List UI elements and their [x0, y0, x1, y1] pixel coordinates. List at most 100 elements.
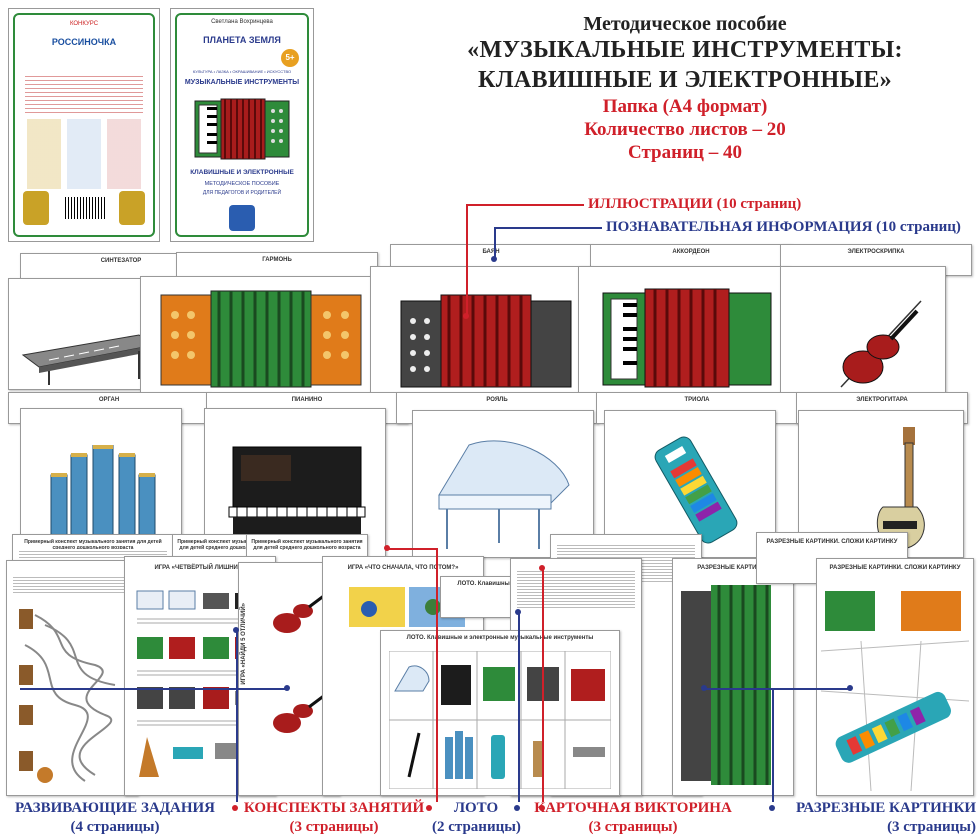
illustration-triola: [604, 410, 776, 558]
label-count: (4 страницы): [70, 818, 160, 835]
connector-lessons-h: [388, 548, 438, 550]
sheet-title: ИГРА «НАЙДИ 5 ОТЛИЧИЙ»: [241, 603, 247, 685]
front-cover-subtitle3: ДЛЯ ПЕДАГОГОВ И РОДИТЕЛЕЙ: [202, 190, 282, 196]
sheet-title: РАЗРЕЗНЫЕ КАРТИНКИ. СЛОЖИ КАРТИНКУ: [766, 539, 898, 545]
sheet-title: РАЗРЕЗНЫЕ КАРТИНКИ. СЛОЖИ КАРТИНКУ: [829, 565, 961, 571]
sheet-title: ЛОТО. Клавишные и электронные музыкальны…: [406, 635, 594, 641]
connector-puzzles-h: [704, 688, 850, 690]
lotto-grid: [389, 651, 611, 789]
puzzle-sheet-back: РАЗРЕЗНЫЕ КАРТИНКИ: [672, 558, 794, 796]
connector-illustrations: [466, 204, 468, 316]
sheet-title: ИГРА «ЧТО СНАЧАЛА, ЧТО ПОТОМ?»: [347, 565, 459, 571]
front-cover-subjects: КУЛЬТУРА • ЛАЗКА • ОКРАШИВАНИЕ • ИСКУССТ…: [192, 69, 292, 74]
product-heading: Методическое пособие «МУЗЫКАЛЬНЫЕ ИНСТРУ…: [405, 12, 965, 164]
synthesizer-illustration: [21, 334, 157, 385]
label-count: (2 страницы): [432, 818, 521, 835]
connector-tasks-v: [236, 630, 238, 802]
accordion-puzzle-illustration: [681, 585, 771, 785]
sheet-title: ТРИОЛА: [684, 397, 710, 403]
front-cover-subtitle2: МЕТОДИЧЕСКОЕ ПОСОБИЕ: [204, 181, 280, 187]
back-cover-laurel-right: [119, 191, 145, 225]
sheet-title: ПИАНИНО: [291, 397, 323, 403]
label-title: РАЗВИВАЮЩИЕ ЗАДАНИЯ: [14, 800, 216, 816]
connector-dot: [233, 627, 239, 633]
connector-lotto: [518, 612, 520, 802]
label-title: КАРТОЧНАЯ ВИКТОРИНА: [534, 800, 732, 816]
connector-dot: [539, 565, 545, 571]
callout-info: ПОЗНАВАТЕЛЬНАЯ ИНФОРМАЦИЯ (10 страниц): [606, 219, 961, 235]
text-lines: [13, 575, 131, 593]
back-cover: КОНКУРС РОССИНОЧКА: [8, 8, 160, 242]
label-cut-pictures: РАЗРЕЗНЫЕ КАРТИНКИ (3 страницы): [780, 799, 976, 837]
label-count: (3 страницы): [289, 818, 379, 835]
label-card-quiz: КАРТОЧНАЯ ВИКТОРИНА (3 страницы): [528, 799, 738, 837]
sheet-title: Примерный конспект музыкального занятия …: [177, 539, 289, 551]
back-cover-text-block: [25, 73, 143, 113]
connector-info-h: [494, 227, 602, 229]
sheet-title: Примерный конспект музыкального занятия …: [251, 539, 363, 551]
connector-tasks-h: [20, 688, 288, 690]
age-badge: 5+: [281, 49, 299, 67]
illustration-royal: [412, 410, 594, 558]
connector-dot: [847, 685, 853, 691]
sheet-title: ИГРА «ЧЕТВЁРТЫЙ ЛИШНИЙ»: [154, 565, 246, 571]
connector-lessons: [436, 548, 438, 802]
label-bullet: [514, 805, 520, 811]
front-cover-title: МУЗЫКАЛЬНЫЕ ИНСТРУМЕНТЫ: [184, 79, 300, 86]
puzzle-pieces-illustration: [821, 591, 969, 791]
heading-sheets: Количество листов – 20: [584, 119, 786, 141]
violin-illustration: [840, 300, 922, 388]
front-cover-frame: [175, 13, 309, 237]
triola-illustration: [654, 436, 738, 544]
illustration-eviolin: [780, 266, 946, 394]
bayan-illustration: [400, 294, 572, 388]
front-cover-subtitle1: КЛАВИШНЫЕ И ЭЛЕКТРОННЫЕ: [190, 169, 294, 176]
grand-piano-illustration: [438, 440, 570, 549]
front-cover: Светлана Вохринцева ПЛАНЕТА ЗЕМЛЯ 5+ КУЛ…: [170, 8, 314, 242]
back-cover-laurel-left: [23, 191, 49, 225]
label-bullet: [539, 805, 545, 811]
label-development-tasks: РАЗВИВАЮЩИЕ ЗАДАНИЯ (4 страницы): [4, 799, 226, 837]
connector-illustrations-h: [466, 204, 584, 206]
sheet-title: РОЯЛЬ: [486, 397, 508, 403]
connector-dot: [491, 256, 497, 262]
publisher-logo: [229, 205, 255, 231]
fourth-odd-illustration: [136, 590, 261, 777]
front-cover-series: ПЛАНЕТА ЗЕМЛЯ: [203, 35, 281, 45]
label-count: (3 страницы): [588, 818, 678, 835]
front-cover-author: Светлана Вохринцева: [211, 19, 273, 25]
sheet-title: ОРГАН: [98, 397, 120, 403]
task-labyrinth: [6, 560, 138, 796]
label-count: (3 страницы): [887, 818, 976, 835]
sheet-title: РАЗРЕЗНЫЕ КАРТИНКИ: [697, 565, 769, 571]
label-title: ЛОТО: [453, 800, 499, 816]
illustration-bayan: [370, 266, 592, 394]
accordion-illustration: [194, 98, 290, 160]
sheet-title: СИНТЕЗАТОР: [100, 258, 142, 264]
back-cover-brand-top: КОНКУРС: [69, 21, 99, 27]
back-cover-thumbnails: [27, 119, 141, 189]
puzzle-sheet-front: РАЗРЕЗНЫЕ КАРТИНКИ. СЛОЖИ КАРТИНКУ: [816, 558, 974, 796]
label-title: РАЗРЕЗНЫЕ КАРТИНКИ: [796, 800, 976, 816]
sheet-title: БАЯН: [482, 249, 500, 255]
heading-title-line1: «МУЗЫКАЛЬНЫЕ ИНСТРУМЕНТЫ:: [467, 37, 903, 64]
back-cover-frame: [13, 13, 155, 237]
heading-subtitle: Методическое пособие: [583, 13, 787, 35]
label-bullet: [426, 805, 432, 811]
connector-dot: [463, 313, 469, 319]
connector-puzzles-v: [772, 688, 774, 802]
lotto-sheet-2: ЛОТО. Клавишные и электронные музыкальны…: [380, 630, 620, 796]
sheet-title: АККОРДЕОН: [672, 249, 710, 255]
connector-dot: [701, 685, 707, 691]
connector-dot: [515, 609, 521, 615]
sheet-title: ЭЛЕКТРОГИТАРА: [856, 397, 908, 403]
sheet-title: ГАРМОНЬ: [262, 257, 292, 263]
label-bullet: [232, 805, 238, 811]
label-lotto: ЛОТО (2 страницы): [432, 799, 521, 837]
accordion-green-illustration: [602, 288, 772, 388]
connector-quiz: [542, 568, 544, 802]
text-lines: [517, 569, 635, 609]
labyrinth-illustration: [19, 609, 116, 783]
connector-info: [494, 227, 496, 259]
connector-dot: [284, 685, 290, 691]
